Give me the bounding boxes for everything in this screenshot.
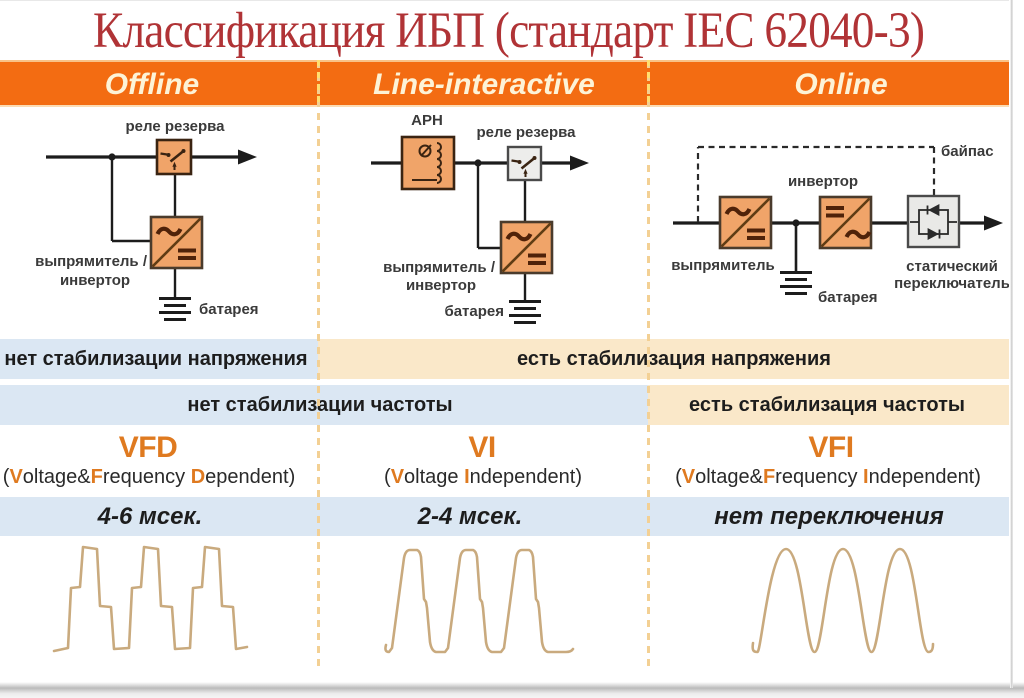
svg-text:реле резерва: реле резерва: [477, 124, 577, 141]
svg-text:выпрямитель: выпрямитель: [671, 257, 775, 274]
svg-text:батарея: батарея: [444, 303, 504, 320]
svg-text:инвертор: инвертор: [60, 272, 130, 289]
svg-text:байпас: байпас: [941, 143, 994, 160]
svg-text:реле резерва: реле резерва: [126, 118, 226, 135]
svg-text:батарея: батарея: [199, 301, 259, 318]
svg-text:батарея: батарея: [818, 289, 878, 306]
svg-text:выпрямитель /: выпрямитель /: [35, 253, 148, 270]
svg-text:выпрямитель /: выпрямитель /: [383, 259, 496, 276]
svg-text:статический: статический: [906, 258, 998, 275]
svg-text:инвертор: инвертор: [788, 173, 858, 190]
svg-text:переключатель: переключатель: [894, 275, 1009, 292]
svg-text:инвертор: инвертор: [406, 277, 476, 294]
svg-text:АРН: АРН: [411, 112, 443, 129]
